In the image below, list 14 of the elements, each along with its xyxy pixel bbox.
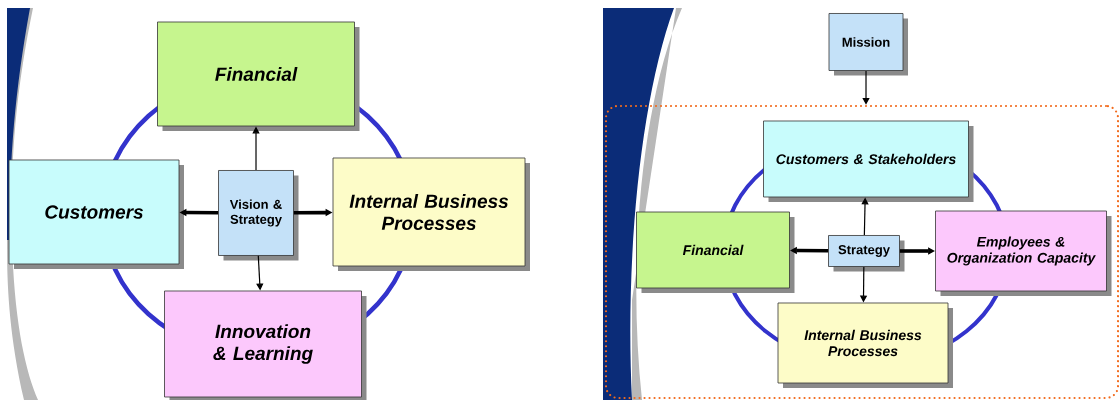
arrow — [899, 247, 935, 255]
perspective-box: Customers & Stakeholders — [763, 120, 974, 202]
arrow — [862, 70, 870, 105]
perspective-box: Employees & Organization Capacity — [935, 210, 1112, 296]
perspective-box: Innovation & Learning — [164, 290, 367, 400]
center-box: Mission — [828, 13, 908, 76]
perspective-box: Customers — [8, 159, 184, 269]
perspective-box: Financial — [636, 211, 795, 293]
perspective-box: Internal Business Processes — [777, 302, 953, 388]
center-box: Vision & Strategy — [218, 170, 299, 261]
perspective-box: Financial — [157, 21, 360, 131]
dotted-region — [604, 104, 1119, 400]
perspective-box: Internal Business Processes — [332, 157, 530, 271]
center-box: Strategy — [828, 235, 905, 272]
